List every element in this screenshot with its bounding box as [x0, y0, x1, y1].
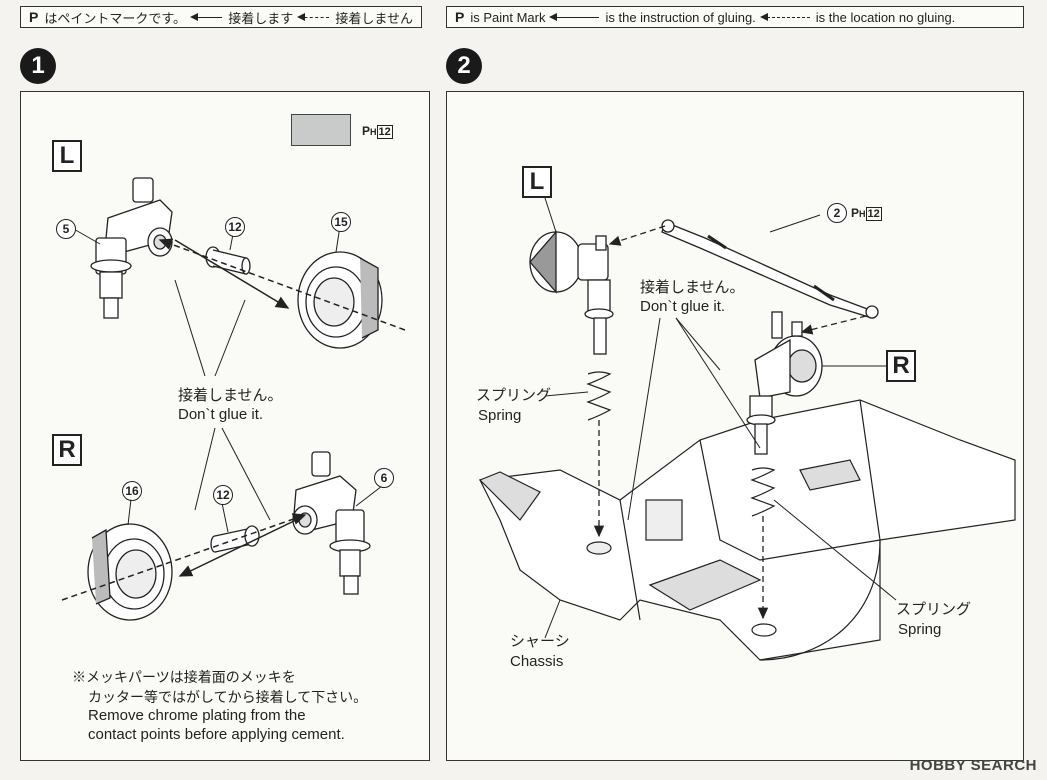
glue-arrow-icon — [190, 12, 223, 21]
part-number-16: 16 — [122, 481, 142, 501]
noglue-jp-text: 接着しません。 — [178, 387, 283, 404]
chrome-note-jp-1: ※メッキパーツは接着面のメッキを — [72, 669, 296, 685]
part-number-6: 6 — [374, 468, 394, 488]
step-number-2: 2 — [446, 48, 482, 84]
legend-noglue-text: 接着しません — [335, 10, 413, 26]
spring-jp-text: スプリング — [896, 601, 972, 618]
left-side-label: L — [522, 166, 552, 198]
legend-paint-text: is Paint Mark — [470, 9, 546, 25]
chassis-jp-text: シャーシ — [510, 633, 570, 650]
legend-japanese: P はペイントマークです。 接着します 接着しません — [20, 6, 422, 28]
spring-en-text: Spring — [898, 621, 942, 638]
noglue-arrow-icon — [297, 12, 330, 21]
part-number-12: 12 — [225, 217, 245, 237]
paint-mark-icon: P — [362, 124, 371, 138]
glue-arrow-icon — [549, 12, 600, 21]
watermark-logo: HOBBY SEARCH — [909, 757, 1037, 774]
chrome-note-en-1: Remove chrome plating from the — [88, 707, 306, 724]
knuckle-left-part — [90, 177, 173, 319]
part-number-15: 15 — [331, 212, 351, 232]
step1-panel — [20, 91, 430, 761]
knuckle-left-step2-part — [529, 230, 614, 355]
tie-rod-part — [661, 219, 879, 319]
knuckle-right-part — [292, 451, 371, 595]
part-number-12: 12 — [213, 485, 233, 505]
right-side-label: R — [886, 350, 916, 382]
part-number-5: 5 — [56, 219, 76, 239]
chassis-part — [478, 399, 1016, 661]
hub-right-part — [87, 523, 173, 621]
spring-left-part — [586, 371, 612, 421]
chrome-note-jp-2: カッター等ではがしてから接着して下さい。 — [88, 689, 368, 705]
right-side-label: R — [52, 434, 82, 466]
legend-glue-text: is the instruction of gluing. — [605, 9, 756, 25]
step-number-1: 1 — [20, 48, 56, 84]
hub-left-part — [297, 251, 383, 349]
chassis-en-text: Chassis — [510, 653, 564, 670]
knuckle-right-step2-part — [746, 311, 823, 455]
paint-mark-icon: P — [29, 9, 39, 25]
chrome-note-en-2: contact points before applying cement. — [88, 726, 345, 743]
legend-glue-text: 接着します — [228, 10, 294, 26]
legend-paint-text: はペイントマークです。 — [44, 10, 187, 26]
noglue-en-text: Don`t glue it. — [640, 298, 726, 315]
noglue-arrow-icon — [759, 12, 810, 21]
part-number-2: 2 — [827, 203, 847, 223]
paint-swatch — [291, 114, 351, 146]
legend-noglue-text: is the location no gluing. — [815, 9, 956, 25]
legend-english: P is Paint Mark is the instruction of gl… — [446, 6, 1024, 28]
spring-right-part — [750, 467, 776, 517]
spring-jp-text: スプリング — [476, 387, 552, 404]
left-side-label: L — [52, 140, 82, 172]
step2-panel — [446, 91, 1024, 761]
paint-mark-icon: P — [851, 206, 860, 220]
noglue-en-text: Don`t glue it. — [178, 406, 264, 423]
paint-mark-icon: P — [455, 9, 465, 25]
spring-en-text: Spring — [478, 407, 522, 424]
noglue-jp-text: 接着しません。 — [640, 279, 745, 296]
